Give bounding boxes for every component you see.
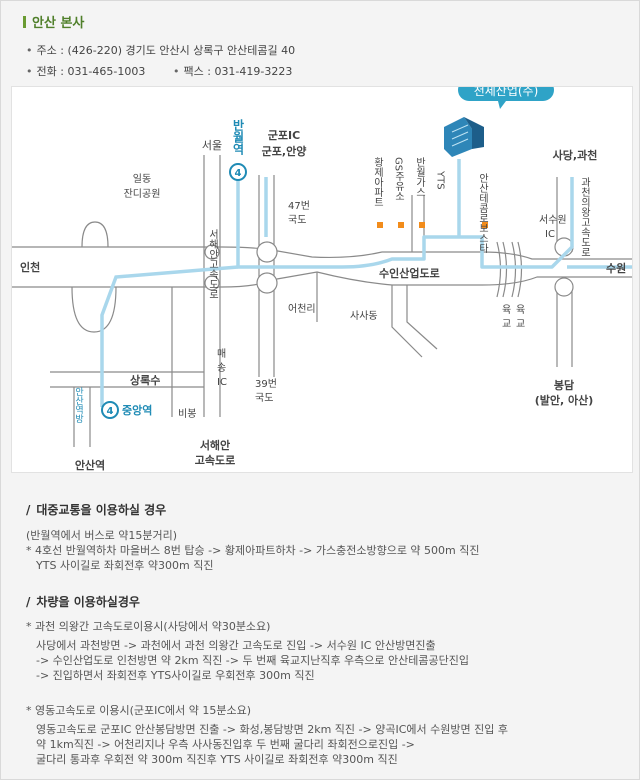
- company-name: 천세산업(주): [474, 87, 539, 98]
- line4-badge-jungang: 4: [101, 401, 119, 419]
- label-yukgyo-2: 교: [502, 319, 511, 330]
- label-incheon: 인천: [20, 260, 40, 274]
- label-sangroksu: 상록수: [130, 373, 160, 387]
- office-title-text: 안산 본사: [32, 16, 85, 31]
- label-yukgyo-3: 육: [516, 304, 525, 316]
- svg-text:4: 4: [235, 168, 242, 179]
- label-bibong: 비봉: [178, 408, 196, 420]
- bullet-icon: •: [26, 44, 33, 57]
- route1-title: * 과천 의왕간 고속도로이용시(사당에서 약30분소요): [26, 620, 271, 633]
- label-sadang-gwacheon: 사당,과천: [553, 148, 598, 162]
- label-suwon: 수원: [606, 261, 626, 275]
- title-bar-icon: [23, 16, 26, 28]
- label-jungang-station: 중앙역: [122, 403, 152, 417]
- label-maesong-1: 매: [217, 348, 226, 360]
- label-sasadong: 사사동: [350, 310, 378, 322]
- transit-line-1: * 4호선 반월역하차 마을버스 8번 탑승 -> 황제아파트하차 -> 가스충…: [26, 544, 480, 557]
- car-heading-text: 차량을 이용하실경우: [36, 595, 140, 609]
- label-gwacheon-expressway: 과천의왕고속도로: [579, 177, 591, 257]
- label-route39: 39번: [255, 378, 277, 390]
- phone-text: 전화 : 031-465-1003: [36, 65, 146, 78]
- route2-line: 약 1km직진 -> 어천리지나 우측 사사동진입후 두 번째 굴다리 좌회전으…: [36, 738, 415, 751]
- route1-line: -> 수인산업도로 인천방면 약 2km 직진 -> 두 번째 육교지난직후 우…: [36, 654, 469, 667]
- label-bongdam: 봉담: [554, 378, 574, 392]
- location-map: 천세산업(주) 4 4 서울 반월역 군포IC: [11, 86, 633, 473]
- transit-heading: / 대중교통을 이용하실 경우: [26, 501, 166, 518]
- label-route47: 47번: [288, 200, 310, 212]
- transit-heading-text: 대중교통을 이용하실 경우: [36, 503, 167, 517]
- label-seohaean-2: 고속도로: [195, 454, 235, 467]
- office-title: 안산 본사: [23, 12, 84, 31]
- label-seosuwon-ic: IC: [545, 229, 555, 240]
- label-yts: YTS: [435, 170, 446, 190]
- label-banwol-station: 반월역: [231, 118, 245, 156]
- label-route47-road: 국도: [288, 214, 306, 226]
- slash-icon: /: [26, 503, 31, 517]
- address-text: 주소 : (426-220) 경기도 안산시 상록구 안산테콤길 40: [36, 44, 296, 57]
- route2-line: 영동고속도로 군포IC 안산봉담방면 진출 -> 화성,봉담방면 2km 직진 …: [36, 723, 508, 736]
- label-seohaean-1: 서해안: [200, 438, 230, 452]
- transit-duration: (반월역에서 버스로 약15분거리): [26, 529, 178, 542]
- slash-icon: /: [26, 595, 31, 609]
- label-yukgyo-1: 육: [502, 304, 511, 316]
- label-seoul: 서울: [202, 139, 222, 152]
- label-yukgyo-4: 교: [516, 319, 525, 330]
- label-maesong-ic: IC: [217, 377, 227, 388]
- fax-line: •팩스 : 031-419-3223: [173, 63, 292, 79]
- footbridges: [496, 241, 523, 298]
- transit-line-2: YTS 사이길로 좌회전후 약300m 직진: [36, 559, 214, 572]
- label-maesong-2: 송: [217, 362, 226, 374]
- label-bongdam-sub: (발안, 아산): [535, 393, 594, 407]
- route1-line: -> 진입하면서 좌회전후 YTS사이길로 우회전후 300m 직진: [36, 669, 315, 682]
- label-ansan-station: 안산역: [75, 458, 105, 472]
- phone-line: •전화 : 031-465-1003: [26, 63, 145, 79]
- label-gunpo-anyang: 군포,안양: [262, 144, 307, 158]
- label-ildong: 일동: [133, 173, 151, 185]
- label-seosuwon: 서수원: [539, 214, 567, 226]
- label-banwol-gas: 반월가스: [414, 157, 426, 197]
- fax-text: 팩스 : 031-419-3223: [183, 65, 293, 78]
- address-line: •주소 : (426-220) 경기도 안산시 상록구 안산테콤길 40: [26, 42, 295, 58]
- label-hwangje-apt: 황제아파트: [372, 157, 384, 207]
- label-gunpo-ic: 군포IC: [268, 129, 300, 142]
- label-gs-station: GS주유소: [393, 157, 405, 201]
- landmark-markers: [377, 222, 488, 228]
- line4-badge-banwol: 4: [229, 163, 247, 181]
- label-seohaean-vertical: 서해안고속도로: [207, 229, 219, 299]
- bullet-icon: •: [26, 65, 33, 78]
- svg-text:4: 4: [107, 406, 114, 417]
- label-ansan-techom: 안산테콤로보스타: [477, 173, 489, 254]
- label-eocheonri: 어천리: [288, 303, 316, 315]
- route2-line: 굴다리 통과후 우회전 약 300m 직진후 YTS 사이길로 좌회전후 약30…: [36, 753, 398, 766]
- label-ildong-park: 잔디공원: [124, 188, 161, 200]
- label-route39-road: 국도: [255, 392, 273, 404]
- route1-line: 사당에서 과천방면 -> 과천에서 과천 의왕간 고속도로 진입 -> 서수원 …: [36, 639, 436, 652]
- car-heading: / 차량을 이용하실경우: [26, 593, 140, 610]
- company-label: 천세산업(주): [458, 87, 554, 109]
- company-building-icon: [444, 117, 484, 157]
- label-suin-road: 수인산업도로: [379, 266, 440, 280]
- label-line4-direction: 안산역방: [73, 387, 83, 423]
- route-from-jungang: [100, 265, 239, 407]
- route2-title: * 영동고속도로 이용시(군포IC에서 약 15분소요): [26, 704, 252, 717]
- bullet-icon: •: [173, 65, 180, 78]
- route-from-banwol: [236, 169, 574, 269]
